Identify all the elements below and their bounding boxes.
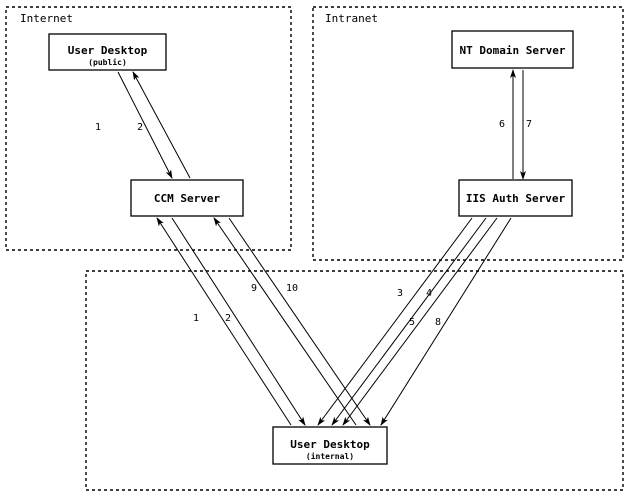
edge-label-1-bottom: 1	[193, 313, 199, 324]
zone-intranet-label: Intranet	[325, 12, 378, 25]
node-user-desktop-internal[interactable]: User Desktop (internal)	[272, 426, 388, 465]
node-user-desktop-internal-box[interactable]	[272, 426, 388, 465]
edge-label-4: 4	[426, 288, 432, 299]
node-iis-auth-server[interactable]: IIS Auth Server	[458, 179, 573, 217]
node-ccm-server[interactable]: CCM Server	[130, 179, 244, 217]
node-user-desktop-internal-title: User Desktop	[290, 438, 370, 451]
zone-intranet: Intranet	[312, 6, 624, 261]
flow-line-10-ccm-to-internal	[228, 217, 371, 426]
flow-line-1-internal-to-ccm	[156, 217, 292, 426]
edge-label-10: 10	[286, 283, 298, 294]
edge-label-6: 6	[499, 119, 505, 130]
node-iis-auth-server-title: IIS Auth Server	[466, 192, 566, 205]
flow-line-5-internal-to-iis	[342, 217, 498, 426]
node-nt-domain-server-box[interactable]	[451, 30, 574, 69]
flow-line-3-internal-to-iis	[317, 217, 473, 426]
flow-line-8-iis-to-internal	[380, 217, 512, 426]
flow-line-4-iis-to-internal	[331, 217, 487, 426]
node-iis-auth-server-box[interactable]	[458, 179, 573, 217]
zone-internet: Internet	[5, 6, 292, 251]
node-user-desktop-public-title: User Desktop	[68, 44, 148, 57]
flow-line-2-ccm-to-internal	[171, 217, 306, 426]
zone-internet-label: Internet	[20, 12, 73, 25]
node-nt-domain-server[interactable]: NT Domain Server	[451, 30, 574, 69]
edge-label-2-top: 2	[137, 122, 143, 133]
edge-label-group: 1 2 6 7 9 10 1 2 3 4 5 8	[95, 119, 532, 328]
node-nt-domain-server-title: NT Domain Server	[460, 44, 566, 57]
zone-group: Internet Intranet	[5, 6, 624, 491]
node-user-desktop-public[interactable]: User Desktop (public)	[48, 33, 167, 71]
edge-label-1-top: 1	[95, 122, 101, 133]
node-user-desktop-internal-subtitle: (internal)	[306, 451, 354, 461]
edge-label-3: 3	[397, 288, 403, 299]
node-ccm-server-title: CCM Server	[154, 192, 221, 205]
edge-label-2-bottom: 2	[225, 313, 231, 324]
node-user-desktop-public-box[interactable]	[48, 33, 167, 71]
edge-label-9: 9	[251, 283, 257, 294]
node-user-desktop-public-subtitle: (public)	[88, 57, 127, 67]
edge-label-8: 8	[435, 317, 441, 328]
flow-line-9-internal-to-ccm	[213, 217, 357, 426]
edge-label-7: 7	[526, 119, 532, 130]
node-group: User Desktop (public) CCM Server NT Doma…	[48, 30, 574, 465]
flow-line-1-public-to-ccm	[117, 71, 173, 179]
node-ccm-server-box[interactable]	[130, 179, 244, 217]
edge-label-5: 5	[409, 317, 415, 328]
flow-group	[117, 69, 526, 426]
flow-line-2-ccm-to-public	[132, 71, 191, 179]
